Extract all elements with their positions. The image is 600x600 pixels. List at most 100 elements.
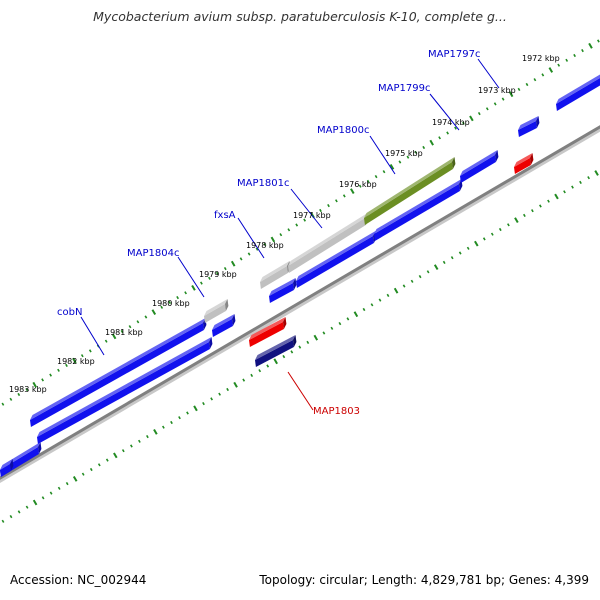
tick-mark (402, 284, 406, 288)
tick-mark (450, 256, 454, 260)
tick-mark (514, 217, 519, 224)
tick-mark (295, 223, 299, 227)
tick-mark (406, 155, 410, 159)
cds-lower-g[interactable] (460, 150, 499, 183)
cds-red-small-front-face (514, 158, 531, 174)
tick-mark (250, 373, 254, 378)
kbp-label: 1976 kbp (339, 180, 377, 189)
cds-map1803[interactable] (249, 317, 287, 347)
backbone-shadow (0, 125, 600, 484)
tick-mark (557, 63, 561, 67)
gene-label-fxsa[interactable]: fxsA (214, 210, 236, 221)
kbp-label: 1974 kbp (432, 118, 470, 127)
tick-mark (41, 378, 44, 382)
tick-mark (168, 300, 172, 305)
leader-map1804c (177, 256, 205, 298)
tick-mark (65, 363, 68, 368)
tick-mark (330, 326, 334, 330)
tick-mark (342, 194, 346, 198)
cds-lower-edge-top-face (0, 459, 13, 470)
kbp-label: 1972 kbp (522, 54, 560, 63)
tick-mark (121, 449, 125, 453)
cds-map1797c[interactable] (556, 73, 600, 111)
tick-mark (438, 136, 441, 140)
cds-lower-h[interactable] (518, 116, 540, 137)
cds-map1800c-top-face (364, 157, 455, 218)
tick-mark (186, 411, 189, 415)
tick-mark (144, 315, 148, 319)
leader-map1801c (290, 188, 323, 229)
cds-lower-h-front-face (518, 121, 537, 137)
gene-label-map1804c[interactable]: MAP1804c (127, 248, 179, 259)
cds-map1800c[interactable] (364, 157, 456, 225)
tick-mark (493, 102, 497, 106)
cds-lower-c-end-face (232, 314, 236, 326)
cds-lower-edge-front-face (0, 464, 11, 477)
tick-mark (579, 180, 582, 185)
tick-mark (270, 236, 276, 243)
gene-label-map1797c[interactable]: MAP1797c (428, 49, 480, 60)
tick-mark (72, 357, 77, 364)
tick-mark (128, 325, 132, 329)
tick-mark (474, 240, 479, 247)
cds-map1803-navy-end-face (293, 335, 297, 347)
cds-map1803-navy[interactable] (255, 335, 297, 367)
kbp-label: 1975 kbp (385, 149, 423, 158)
cds-lower-c[interactable] (212, 314, 236, 337)
tick-mark (160, 305, 164, 309)
tick-mark (477, 111, 481, 116)
tick-mark (422, 145, 426, 150)
leader-map1797c (477, 58, 500, 89)
tick-mark (1, 402, 5, 406)
tick-mark (469, 115, 474, 122)
kbp-label: 1979 kbp (199, 270, 237, 279)
gene-label-map1801c[interactable]: MAP1801c (237, 178, 289, 189)
tick-mark (433, 264, 439, 271)
tick-mark (490, 232, 494, 236)
cds-lower-b[interactable] (37, 337, 213, 444)
gene-label-map1803[interactable]: MAP1803 (313, 406, 360, 417)
tick-mark (88, 349, 92, 353)
cds-map1804c[interactable] (204, 299, 229, 323)
tick-mark (263, 242, 267, 247)
tick-mark (226, 387, 229, 392)
gene-label-map1799c[interactable]: MAP1799c (378, 83, 430, 94)
tick-mark (398, 160, 402, 164)
cds-lower-e-front-face (296, 236, 374, 288)
leader-map1800c (369, 135, 396, 175)
feature-track[interactable] (0, 73, 600, 477)
tick-mark (517, 87, 521, 92)
tick-mark (498, 227, 502, 232)
tick-mark (571, 185, 574, 189)
tick-mark (462, 121, 465, 125)
tick-mark (414, 150, 418, 154)
tick-mark (362, 307, 366, 312)
tick-mark (57, 368, 60, 372)
gene-labels[interactable]: MAP1797c MAP1799c MAP1800c MAP1801c fxsA… (57, 49, 480, 417)
tick-mark (539, 204, 542, 208)
kbp-label: 1983 kbp (9, 385, 47, 394)
cds-red-small[interactable] (514, 153, 534, 174)
tick-mark (410, 279, 414, 283)
tick-mark (210, 397, 213, 401)
cds-lower-d[interactable] (269, 278, 297, 303)
cds-lower-edge[interactable] (0, 459, 14, 477)
tick-mark (588, 42, 593, 49)
tick-mark (242, 378, 246, 382)
inner-tick-ring (1, 170, 599, 523)
gene-label-cobn[interactable]: cobN (57, 307, 82, 318)
tick-mark (454, 126, 457, 130)
cds-lower-d-front-face (269, 283, 294, 303)
map-title: Mycobacterium avium subsp. paratuberculo… (93, 9, 507, 24)
cds-map1803-navy-top-face (255, 335, 296, 360)
tick-mark (32, 499, 38, 506)
genome-summary-text: Topology: circular; Length: 4,829,781 bp… (259, 573, 589, 587)
cds-lower-c-top-face (212, 314, 235, 330)
tick-mark (565, 58, 569, 62)
tick-mark (162, 425, 165, 429)
tick-mark (466, 246, 470, 250)
tick-mark (374, 174, 378, 179)
gene-label-map1800c[interactable]: MAP1800c (317, 125, 369, 136)
